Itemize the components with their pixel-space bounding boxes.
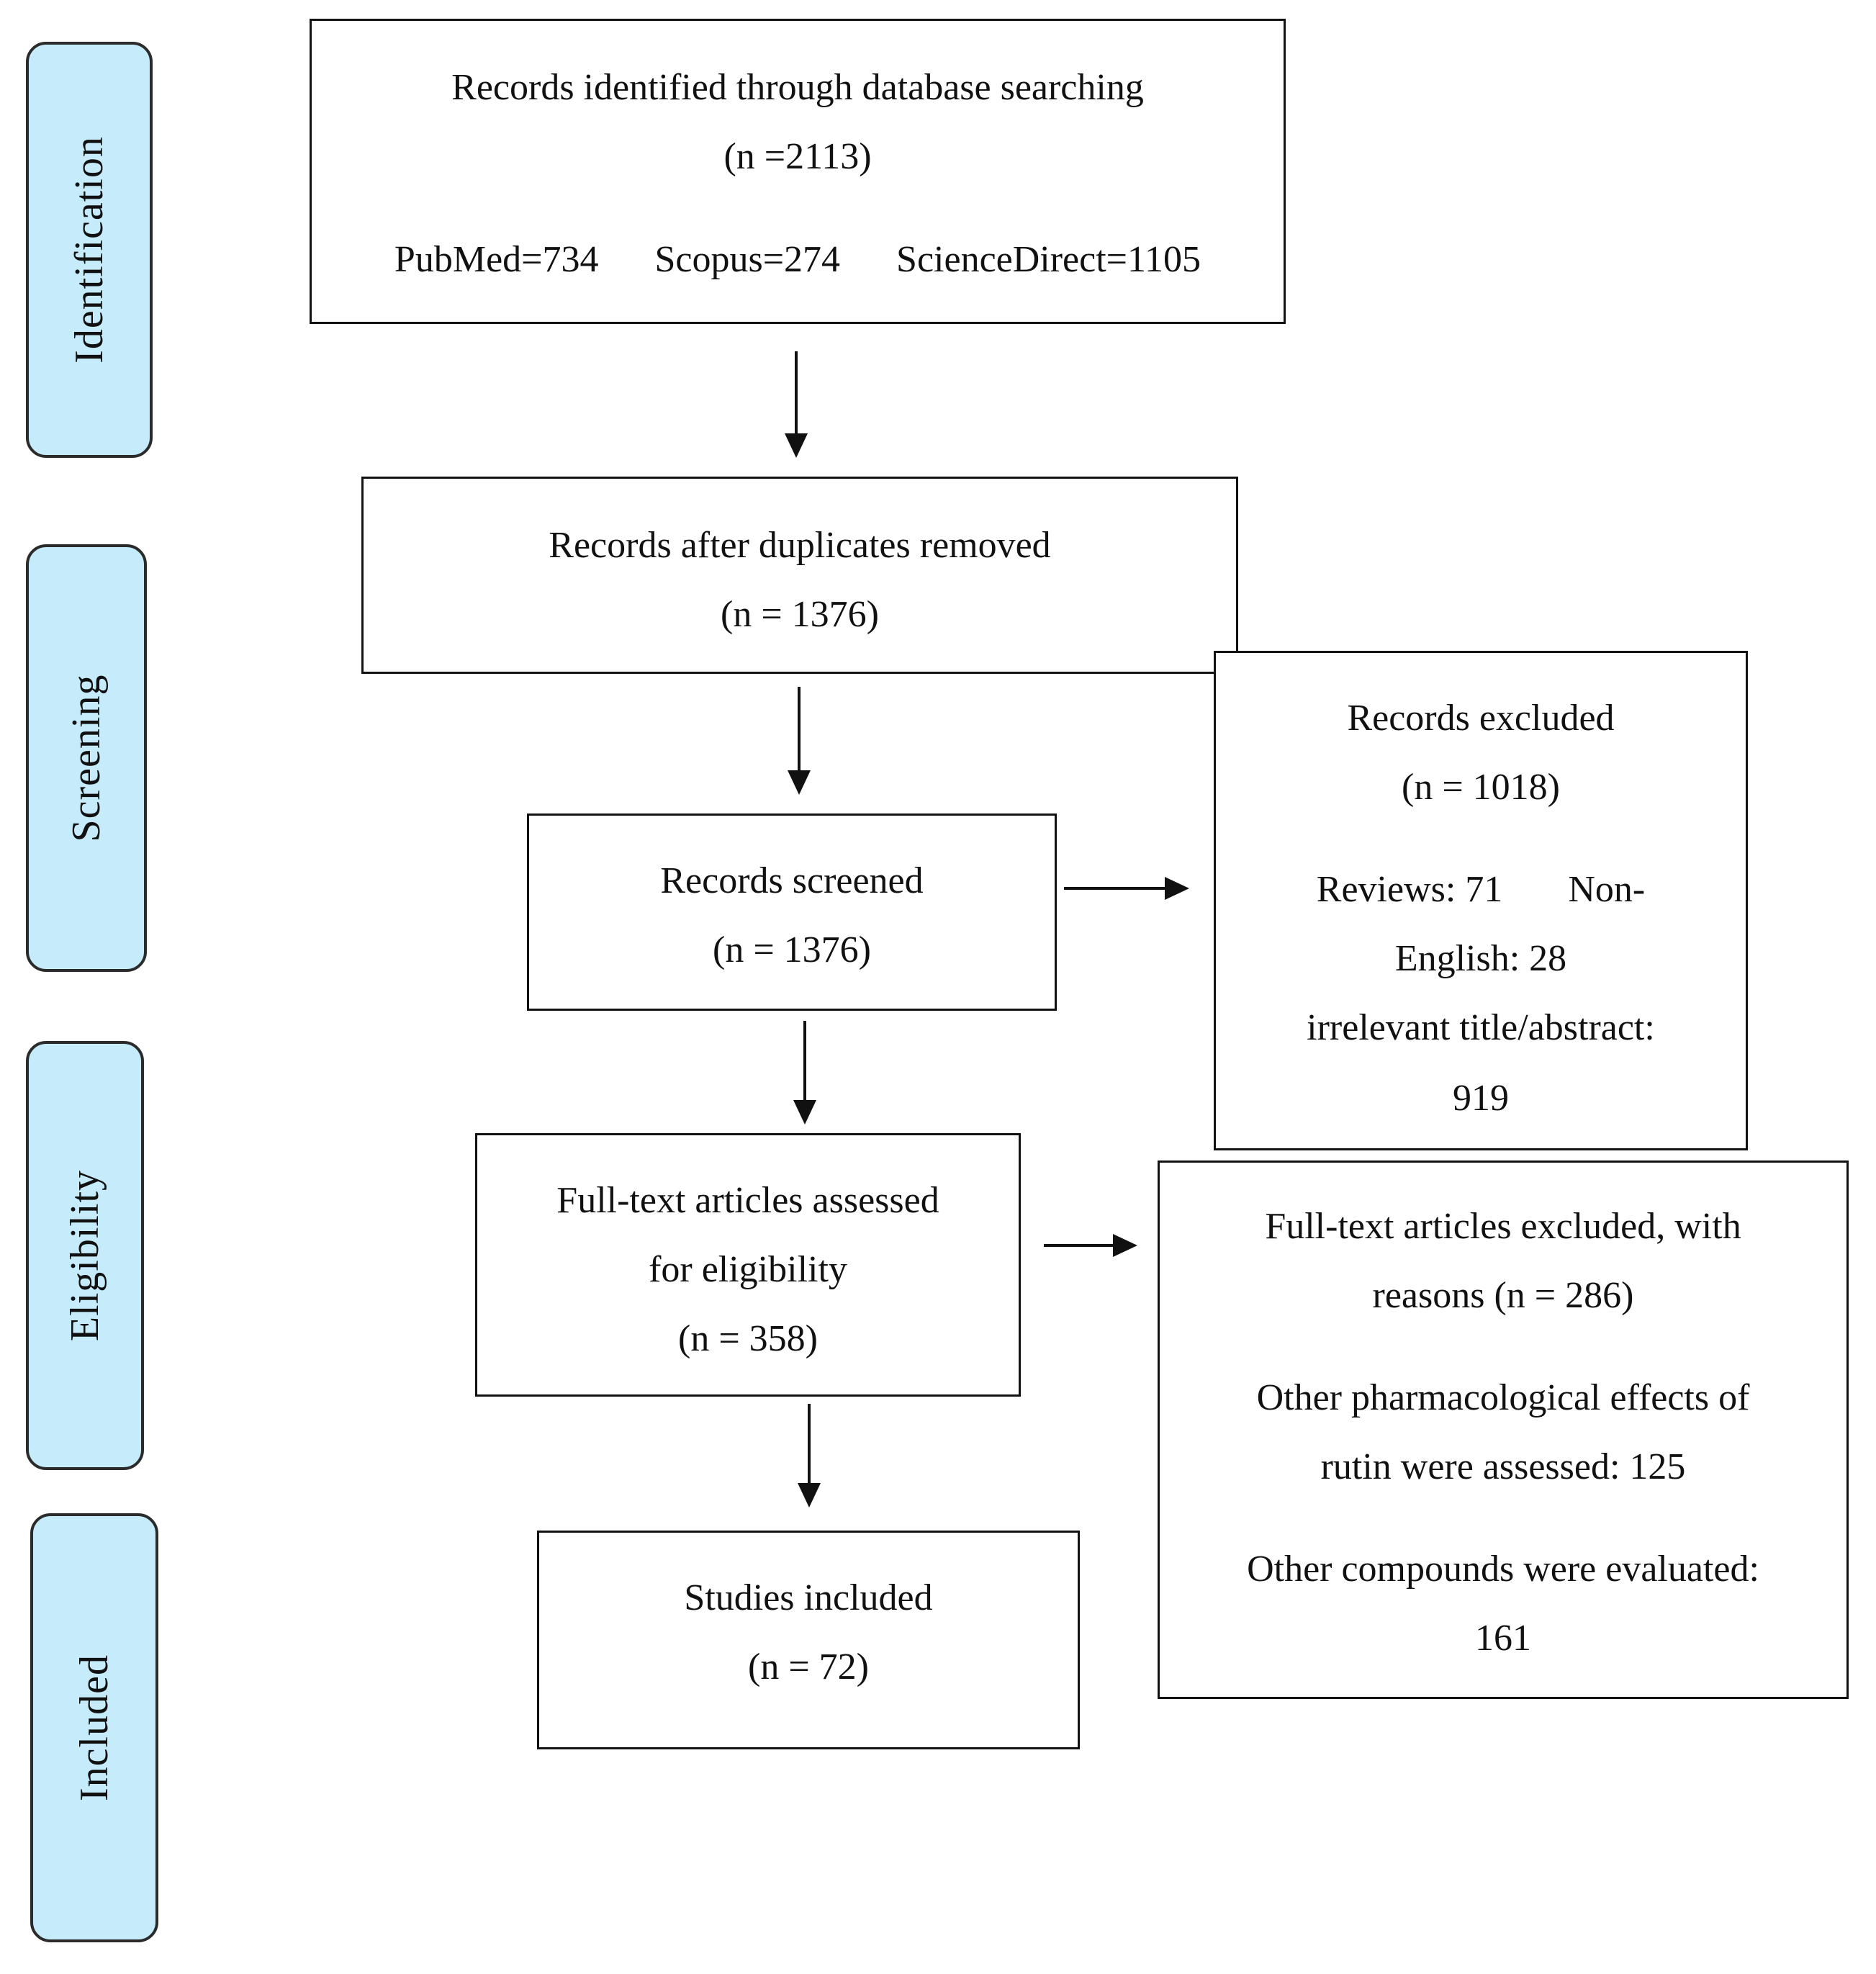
arrow-screened-to-excluded <box>1064 877 1189 900</box>
records-screened-title: Records screened <box>660 860 924 901</box>
fulltext-assessed-title: Full-text articles assessed <box>556 1180 939 1221</box>
arrow-screened-to-fulltext <box>793 1021 816 1125</box>
phase-included: Included <box>30 1513 158 1942</box>
fulltext-excluded-pharmacological: Other pharmacological effects of <box>1256 1377 1750 1418</box>
records-excluded-reviews: Reviews: 71 Non- <box>1316 869 1646 910</box>
fulltext-excluded-count: reasons (n = 286) <box>1372 1275 1634 1316</box>
arrow-identified-to-duplicates <box>785 351 808 458</box>
fulltext-assessed-subtitle: for eligibility <box>649 1249 847 1290</box>
fulltext-assessed-count: (n = 358) <box>678 1318 818 1359</box>
arrow-fulltext-to-included <box>798 1404 821 1507</box>
records-excluded-irrelevant-count: 919 <box>1453 1078 1509 1119</box>
fulltext-excluded-compounds-count: 161 <box>1475 1618 1531 1659</box>
records-excluded-title: Records excluded <box>1347 698 1615 739</box>
records-screened-count: (n = 1376) <box>713 929 871 970</box>
records-excluded-english: English: 28 <box>1394 938 1567 979</box>
records-identified-box: Records identified through database sear… <box>310 19 1286 324</box>
duplicates-removed-box: Records after duplicates removed (n = 13… <box>361 477 1238 674</box>
records-screened-box: Records screened (n = 1376) <box>527 814 1057 1011</box>
records-excluded-irrelevant: irrelevant title/abstract: <box>1307 1007 1655 1048</box>
records-identified-title: Records identified through database sear… <box>451 67 1144 108</box>
arrow-fulltext-to-excluded <box>1044 1234 1137 1257</box>
phase-eligibility-label: Eligibility <box>63 1169 107 1342</box>
studies-included-count: (n = 72) <box>748 1646 869 1687</box>
duplicates-removed-count: (n = 1376) <box>721 594 879 635</box>
fulltext-assessed-box: Full-text articles assessed for eligibil… <box>475 1133 1021 1397</box>
fulltext-excluded-rutin: rutin were assessed: 125 <box>1320 1446 1686 1487</box>
records-identified-count: (n =2113) <box>723 136 872 177</box>
phase-screening-label: Screening <box>64 674 109 842</box>
phase-eligibility: Eligibility <box>26 1041 144 1470</box>
studies-included-box: Studies included (n = 72) <box>537 1531 1080 1749</box>
database-sources: PubMed=734 Scopus=274 ScienceDirect=1105 <box>312 238 1284 281</box>
records-excluded-box: Records excluded (n = 1018) Reviews: 71 … <box>1214 651 1748 1150</box>
studies-included-title: Studies included <box>684 1577 933 1618</box>
duplicates-removed-title: Records after duplicates removed <box>549 525 1051 566</box>
fulltext-excluded-title: Full-text articles excluded, with <box>1265 1206 1741 1247</box>
fulltext-excluded-box: Full-text articles excluded, with reason… <box>1158 1160 1849 1699</box>
phase-screening: Screening <box>26 544 147 972</box>
phase-identification: Identification <box>26 42 153 458</box>
phase-included-label: Included <box>72 1654 117 1801</box>
source-sciencedirect: ScienceDirect=1105 <box>896 239 1201 280</box>
records-excluded-count: (n = 1018) <box>1402 767 1560 808</box>
source-scopus: Scopus=274 <box>654 239 841 280</box>
source-pubmed: PubMed=734 <box>394 239 599 280</box>
fulltext-excluded-compounds: Other compounds were evaluated: <box>1247 1549 1759 1590</box>
arrow-duplicates-to-screened <box>788 687 811 795</box>
phase-identification-label: Identification <box>67 136 112 364</box>
